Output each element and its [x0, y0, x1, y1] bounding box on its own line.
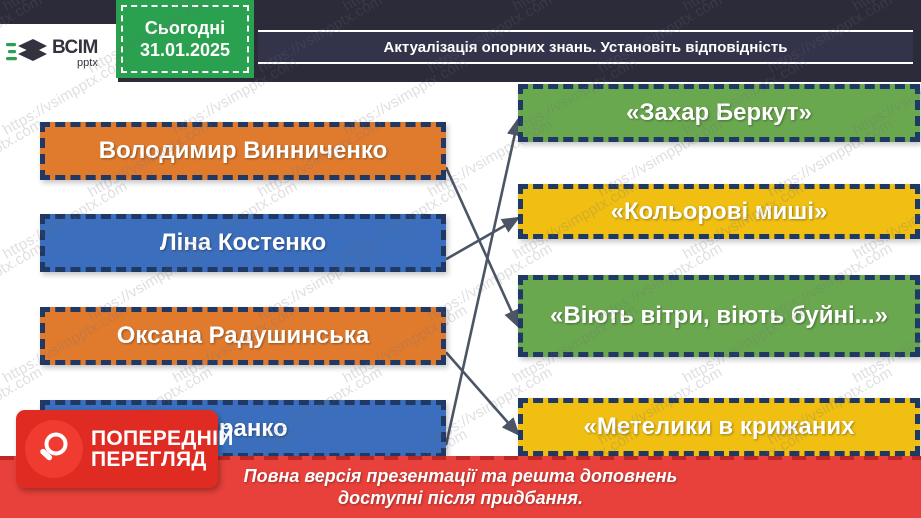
connector-line-3 — [444, 117, 523, 446]
today-label: Сьогодні — [144, 17, 226, 38]
brand-name: ВСІМ — [52, 36, 98, 58]
connector-line-0 — [444, 166, 520, 329]
graduation-cap-icon — [6, 34, 48, 73]
author-item-2-label: Оксана Радушинська — [116, 322, 370, 350]
brand-logo: ВСІМ pptx — [0, 24, 118, 82]
work-item-1-label: «Кольорові миші» — [610, 197, 828, 225]
purchase-notice-line2: доступні після придбання. — [338, 488, 583, 508]
work-item-2-label: «Віють вітри, віють буйні...» — [550, 302, 888, 330]
author-item-0-label: Володимир Винниченко — [98, 137, 388, 165]
work-item-3-label: «Метелики в крижаних — [583, 413, 855, 441]
page-title: Актуалізація опорних знань. Установіть в… — [383, 38, 788, 56]
work-item-3[interactable]: «Метелики в крижаних — [518, 398, 920, 456]
brand-suffix: pptx — [77, 56, 98, 69]
watermark-text: https://vsimpptx.com — [0, 239, 46, 325]
watermark-text: https://vsimpptx.com — [0, 115, 46, 201]
work-item-0[interactable]: «Захар Беркут» — [518, 84, 920, 142]
author-item-0[interactable]: Володимир Винниченко — [40, 122, 446, 180]
author-item-2[interactable]: Оксана Радушинська — [40, 307, 446, 365]
work-item-1[interactable]: «Кольорові миші» — [518, 184, 920, 239]
work-item-0-label: «Захар Беркут» — [626, 99, 812, 127]
author-item-1-label: Ліна Костенко — [159, 229, 327, 257]
slide-header-bar: Актуалізація опорних знань. Установіть в… — [258, 30, 913, 64]
preview-badge: ПОПЕРЕДНІЙ ПЕРЕГЛЯД — [16, 410, 233, 488]
work-item-2[interactable]: «Віють вітри, віють буйні...» — [518, 275, 920, 357]
preview-badge-line1: ПОПЕРЕДНІЙ — [91, 426, 234, 450]
author-item-1[interactable]: Ліна Костенко — [40, 214, 446, 272]
magnifier-icon — [25, 420, 83, 478]
today-date-badge: Сьогодні 31.01.2025 — [116, 0, 254, 78]
preview-badge-line2: ПЕРЕГЛЯД — [91, 448, 207, 471]
connector-line-1 — [445, 216, 521, 261]
connector-line-2 — [445, 351, 520, 436]
today-date: 31.01.2025 — [139, 40, 231, 60]
purchase-notice-line1: Повна версія презентації та решта доповн… — [243, 465, 678, 486]
